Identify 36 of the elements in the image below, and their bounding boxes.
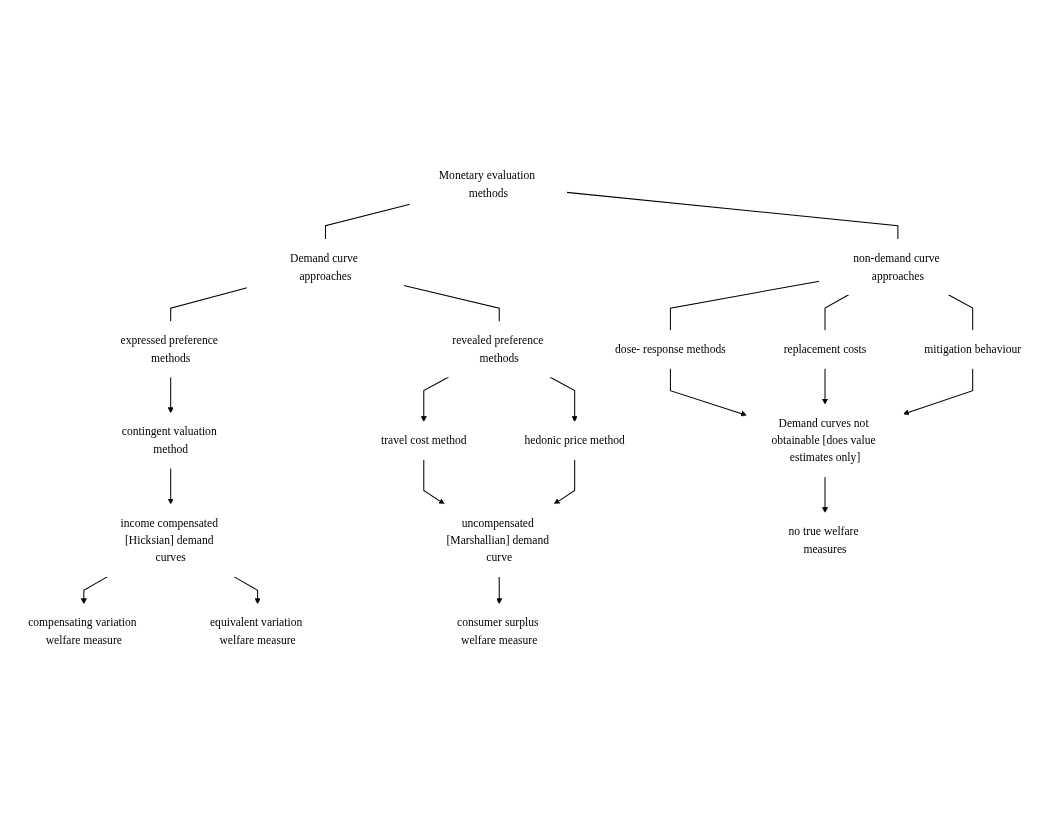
arrow — [822, 476, 828, 514]
connector — [403, 285, 500, 323]
node-text: dose- response methods — [615, 342, 726, 356]
arrow — [423, 458, 445, 505]
node-text: expressed preference methods — [120, 334, 218, 365]
node-text: contingent valuation method — [121, 425, 217, 456]
arrow — [549, 376, 578, 422]
connector — [170, 287, 248, 323]
node-text: revealed preference methods — [452, 334, 544, 365]
connector — [324, 203, 411, 240]
node-text: income compensated [Hicksian] demand curves — [120, 516, 218, 565]
arrow — [80, 576, 109, 605]
node-text: no true welfare measures — [788, 525, 859, 556]
node-text: replacement costs — [783, 342, 867, 356]
node-text: travel cost method — [381, 433, 467, 447]
node-text: mitigation behaviour — [924, 342, 1022, 356]
node-text: consumer surplus welfare measure — [457, 616, 539, 647]
arrow — [903, 367, 974, 416]
arrow — [167, 376, 174, 414]
node-text: equivalent variation welfare measure — [209, 616, 303, 647]
connector — [566, 191, 899, 240]
node-text: Demand curves not obtainable [does value estimates only] — [771, 416, 876, 465]
arrow — [420, 376, 450, 422]
arrow — [233, 576, 261, 605]
arrow — [167, 467, 174, 505]
node-text: compensating variation welfare measure — [28, 616, 137, 647]
node-text: Demand curve approaches — [290, 251, 358, 282]
node-text: Monetary evaluation methods — [438, 169, 535, 200]
connector — [669, 280, 820, 331]
node-text: uncompensated [Marshallian] demand curve — [446, 516, 550, 565]
node-text: non-demand curve approaches — [853, 251, 940, 282]
arrow — [553, 458, 576, 505]
node-text: hedonic price method — [524, 433, 625, 447]
arrow — [669, 367, 747, 417]
arrow — [496, 576, 503, 605]
arrow — [822, 367, 828, 405]
